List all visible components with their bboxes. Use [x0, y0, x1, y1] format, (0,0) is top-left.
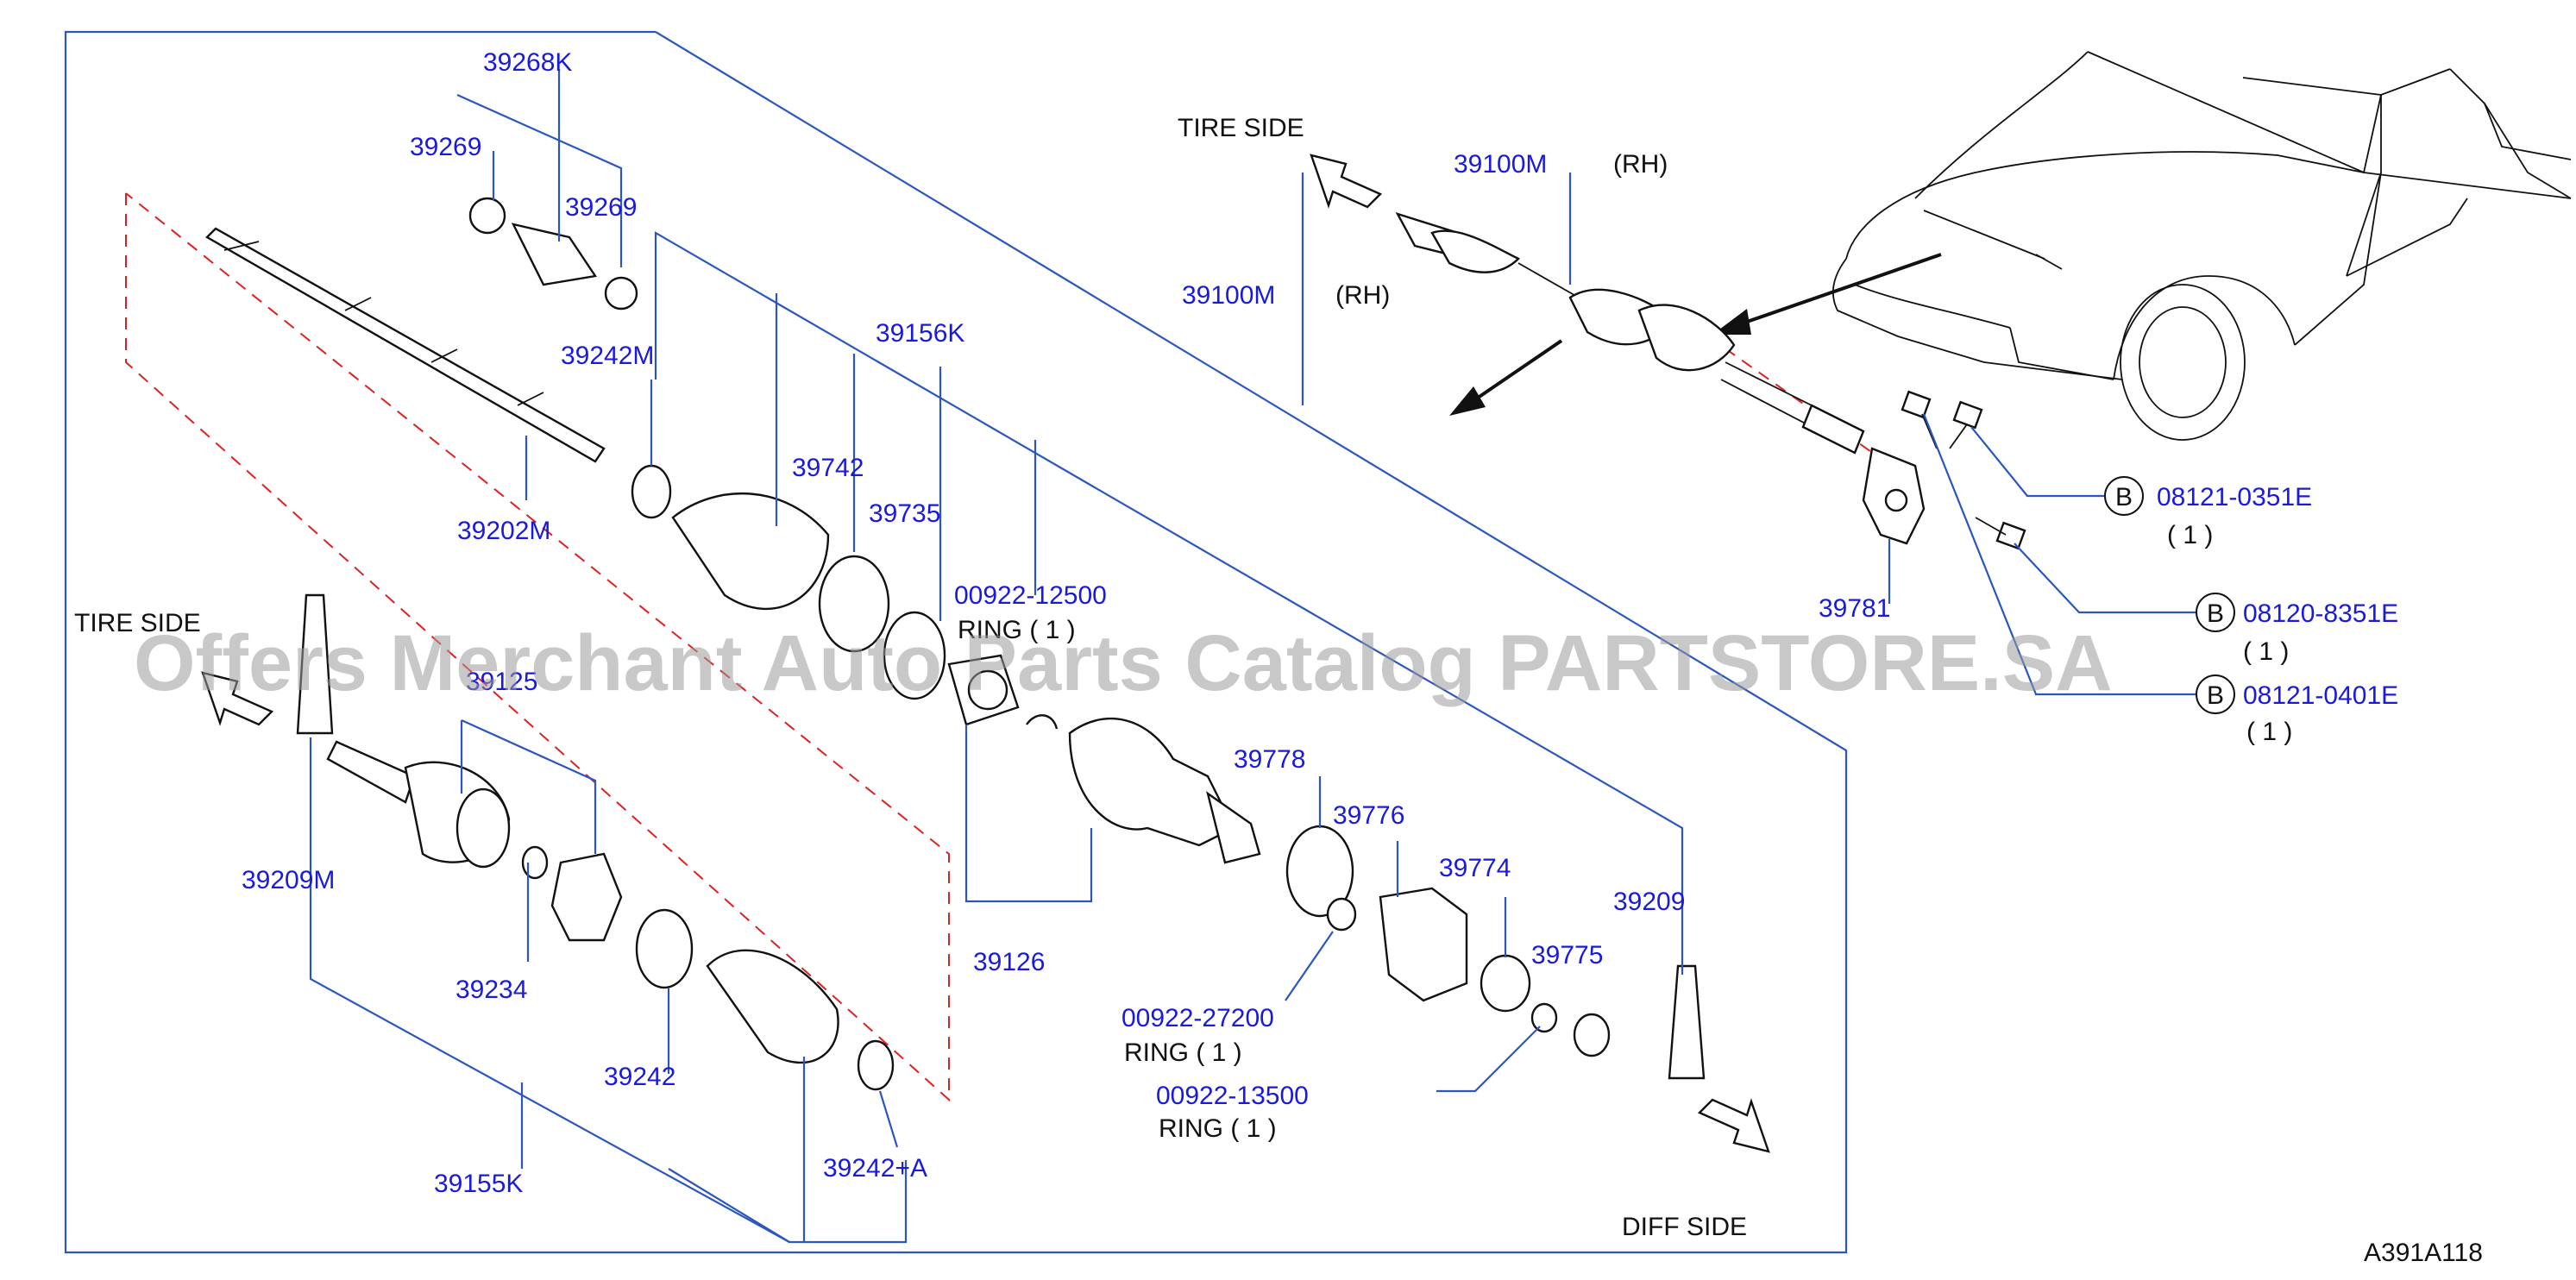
svg-text:B: B: [2207, 599, 2224, 628]
assembly-frame: [64, 30, 1848, 1254]
bolt-qty-3: ( 1 ): [2246, 718, 2292, 746]
label-39126: 39126: [973, 948, 1045, 976]
bolt-badge-2: B: [2196, 593, 2235, 632]
label-39209M: 39209M: [242, 866, 335, 894]
label-tire-side-top: TIRE SIDE: [1178, 114, 1304, 142]
ring-00922-13500: [1530, 1002, 1558, 1033]
band-39242M: [631, 464, 672, 519]
boot-kit-39268K: [468, 197, 638, 311]
label-39778: 39778: [1234, 745, 1305, 774]
ring-00922-27200: [1326, 897, 1357, 932]
nut-39775: [1573, 1013, 1611, 1057]
bolt-qty-1: ( 1 ): [2167, 521, 2213, 549]
label-39100M-main: 39100M: [1182, 281, 1275, 310]
band-39242A: [857, 1039, 895, 1091]
bar-39209: [1668, 964, 1706, 1080]
location-arrows: [1449, 253, 1942, 416]
label-39269-left: 39269: [410, 133, 481, 161]
watermark: Offers Merchant Auto Parts Catalog PARTS…: [134, 619, 2113, 707]
label-39775: 39775: [1531, 941, 1603, 969]
boot-39155K: [706, 949, 839, 1064]
svg-text:B: B: [2115, 483, 2133, 511]
label-39735: 39735: [869, 499, 940, 528]
bar-39209M: [296, 593, 334, 735]
label-00922-12500: 00922-12500: [954, 581, 1107, 610]
dashed-envelope: [125, 192, 950, 1102]
leader-lines: [309, 69, 1684, 1244]
label-39202M: 39202M: [457, 517, 550, 545]
band-39242: [635, 908, 694, 989]
shaft-39202M: [205, 227, 606, 463]
tripod-39126: [947, 654, 1059, 730]
tire-side-arrow-top: [1310, 154, 1383, 209]
label-39776: 39776: [1333, 801, 1404, 830]
bearing-39774: [1480, 954, 1531, 1013]
label-39242: 39242: [604, 1063, 675, 1091]
label-39242M: 39242M: [561, 342, 654, 370]
qty-00922-13500: RING ( 1 ): [1159, 1114, 1277, 1143]
label-39234: 39234: [456, 976, 527, 1004]
diff-side-arrow: [1697, 1098, 1770, 1153]
label-39125: 39125: [466, 668, 537, 696]
inner-race-39125: [550, 852, 623, 942]
label-diff-side: DIFF SIDE: [1622, 1213, 1747, 1241]
knuckle-bracket: [1862, 447, 1926, 545]
label-39242A: 39242+A: [823, 1154, 927, 1183]
label-39269-right: 39269: [565, 193, 637, 222]
bolt-badge-3: B: [2196, 675, 2235, 714]
bolt-badge-1: B: [2104, 476, 2144, 516]
vehicle-illustration: [1831, 51, 2572, 441]
diagram-code: A391A118: [2364, 1239, 2483, 1267]
driveshaft-overview: [1395, 211, 1865, 455]
bearing-housing-39776: [1379, 887, 1468, 1002]
boot-39742: [671, 492, 946, 700]
label-39155K: 39155K: [434, 1170, 523, 1198]
side-39100M-main: (RH): [1335, 281, 1390, 310]
label-tire-side-left: TIRE SIDE: [74, 609, 201, 637]
label-39100M-top: 39100M: [1454, 150, 1547, 179]
label-39742: 39742: [792, 454, 864, 482]
bolt-part-1: 08121-0351E: [2157, 483, 2312, 511]
tire-side-arrow-left: [201, 671, 274, 726]
label-00922-27200: 00922-27200: [1122, 1004, 1274, 1032]
bolt-part-3: 08121-0401E: [2243, 681, 2398, 710]
label-39156K: 39156K: [876, 319, 964, 348]
label-39268K: 39268K: [483, 48, 572, 77]
bolt-group: [1901, 390, 2026, 550]
label-39774: 39774: [1439, 854, 1511, 882]
side-39100M-top: (RH): [1613, 150, 1668, 179]
bolt-qty-2: ( 1 ): [2243, 637, 2289, 666]
qty-00922-12500: RING ( 1 ): [958, 616, 1076, 644]
circlip-39234: [521, 845, 549, 880]
outer-joint-39125: [326, 740, 511, 869]
outer-housing: [1068, 717, 1261, 864]
label-00922-13500: 00922-13500: [1156, 1082, 1309, 1110]
label-39209: 39209: [1613, 888, 1685, 916]
qty-00922-27200: RING ( 1 ): [1124, 1038, 1242, 1067]
label-39781: 39781: [1819, 594, 1890, 623]
bolt-part-2: 08120-8351E: [2243, 599, 2398, 628]
svg-text:B: B: [2207, 681, 2224, 710]
